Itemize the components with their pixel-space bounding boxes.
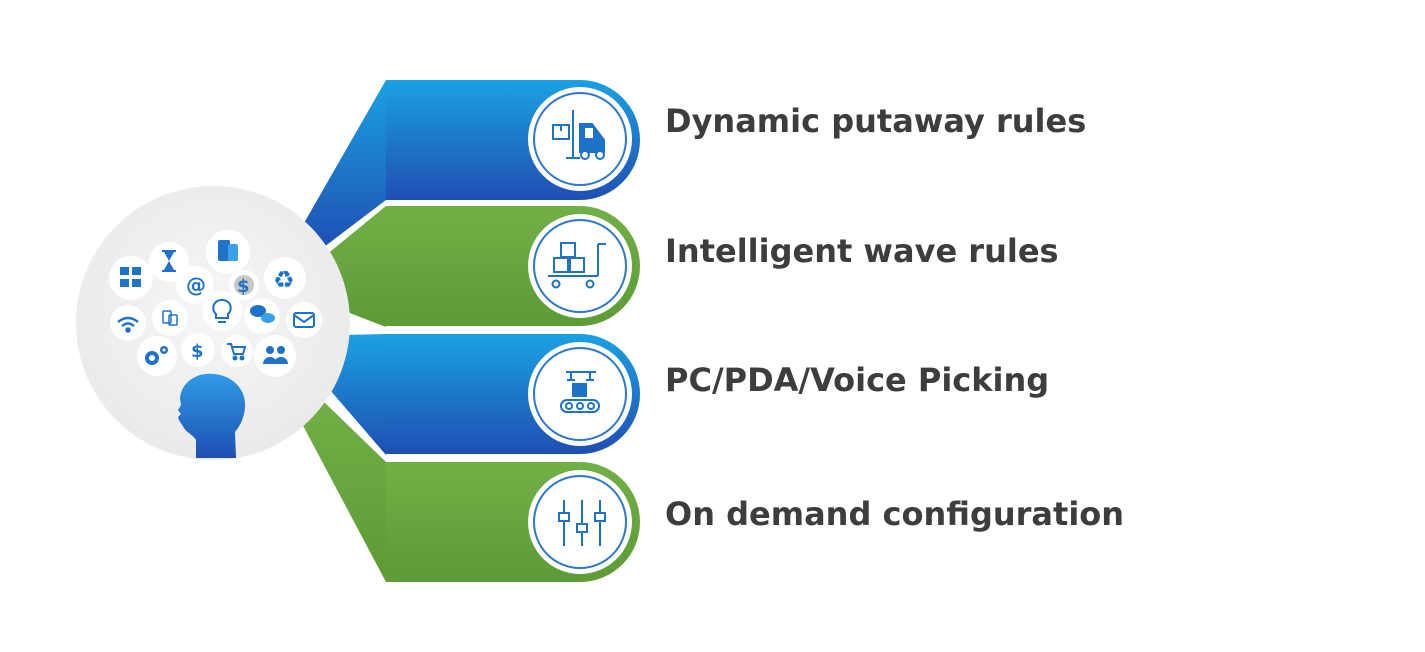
chat-icon (250, 305, 275, 323)
calculator-icon (120, 267, 141, 287)
feature-label-pc-pda-voice-picking: PC/PDA/Voice Picking (665, 361, 1050, 399)
lightbulb-icon (212, 298, 232, 323)
connector-wedge-3 (330, 334, 386, 455)
head-silhouette-icon (178, 373, 246, 458)
wifi-icon (117, 316, 139, 333)
dollar-icon-2: $ (191, 341, 204, 362)
hourglass-icon (162, 250, 176, 272)
feature-label-on-demand-configuration: On demand configuration (665, 495, 1125, 533)
conveyor-belt-icon (560, 371, 600, 413)
forklift-icon (552, 110, 605, 160)
cart-boxes-icon (548, 242, 606, 289)
sliders-icon (558, 500, 606, 546)
shopping-cart-icon (227, 343, 247, 361)
feature-icon-circle-2 (528, 214, 632, 318)
connector-wedge-4 (300, 400, 386, 582)
recycle-icon: ♻ (273, 266, 295, 294)
feature-icon-circles (528, 87, 632, 574)
dollar-icon: $ (237, 276, 250, 297)
feature-label-intelligent-wave-rules: Intelligent wave rules (665, 232, 1059, 270)
idea-hub: @ $ ♻ $ (76, 186, 350, 460)
mail-icon (293, 312, 315, 328)
users-icon (263, 346, 288, 364)
devices-icon (162, 310, 178, 326)
mobile-devices-icon (218, 240, 238, 261)
gears-icon (145, 346, 168, 365)
at-sign-icon: @ (186, 273, 206, 297)
feature-icon-circle-4 (528, 470, 632, 574)
connector-wedge-1 (300, 80, 386, 250)
feature-label-dynamic-putaway-rules: Dynamic putaway rules (665, 102, 1087, 140)
